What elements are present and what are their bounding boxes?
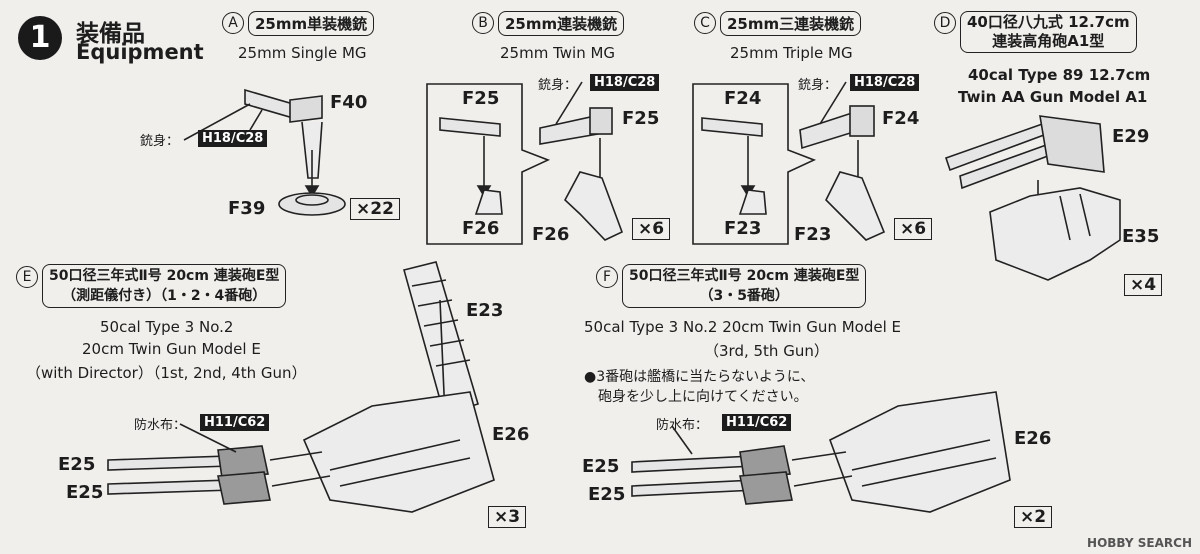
- section-d-title-en-1: 40cal Type 89 12.7cm: [968, 66, 1151, 84]
- triple-mg-drawing: [692, 83, 886, 245]
- part-e29-label: E29: [1112, 126, 1150, 147]
- part-f24-inset-label: F24: [724, 88, 762, 109]
- step-number: 1: [18, 16, 62, 60]
- twin-aa-gun-drawing: [944, 115, 1121, 281]
- step-title-jp: 装備品: [76, 21, 145, 47]
- section-a-title-jp: 25mm単装機銃: [248, 11, 375, 36]
- part-f26-label: F26: [532, 224, 570, 245]
- section-f-note-1: ●3番砲は艦橋に当たらないように、: [584, 369, 815, 385]
- section-a-barrel-label: 銃身：: [140, 134, 180, 149]
- section-b-quantity: ×6: [632, 218, 671, 240]
- part-e23-label: E23: [466, 300, 504, 321]
- section-e-quantity: ×3: [488, 506, 527, 528]
- section-c-title-en: 25mm Triple MG: [730, 44, 853, 62]
- section-a-title-en: 25mm Single MG: [238, 44, 367, 62]
- section-b-title-jp: 25mm連装機銃: [498, 11, 625, 36]
- section-e-title-en-2: 20cm Twin Gun Model E: [82, 340, 261, 358]
- section-c-paint-code: H18/C28: [850, 74, 920, 91]
- section-c-title-jp: 25mm三連装機銃: [720, 11, 862, 36]
- section-f-title-en-2: （3rd, 5th Gun）: [704, 342, 829, 360]
- watermark: HOBBY SEARCH: [1087, 536, 1192, 550]
- section-e-title-jp-2: （測距儀付き）（1・2・4番砲）: [62, 288, 267, 304]
- part-e26-label: E26: [492, 424, 530, 445]
- twin-mg-drawing: [426, 83, 624, 245]
- section-d-title-box: 40口径八九式 12.7cm 連装高角砲A1型: [960, 11, 1137, 53]
- part-f26-inset-label: F26: [462, 218, 500, 239]
- section-a-letter: A: [222, 12, 244, 34]
- part-e35-label: E35: [1122, 226, 1160, 247]
- twin-gun-f-drawing: [631, 391, 1011, 513]
- section-b-barrel-label: 銃身：: [538, 78, 578, 93]
- section-f-quantity: ×2: [1014, 506, 1053, 528]
- section-f-paint-code: H11/C62: [722, 414, 792, 431]
- section-c-letter: C: [694, 12, 716, 34]
- section-f-title-jp-2: （3・5番砲）: [699, 288, 789, 304]
- section-b-letter: B: [472, 12, 494, 34]
- section-a-quantity: ×22: [350, 198, 400, 220]
- section-f-title-box: 50口径三年式Ⅱ号 20cm 連装砲E型 （3・5番砲）: [622, 264, 867, 308]
- part-f25-inset-label: F25: [462, 88, 500, 109]
- section-f-letter: F: [596, 266, 618, 288]
- section-d-quantity: ×4: [1124, 274, 1163, 296]
- section-d-title-jp-2: 連装高角砲A1型: [992, 32, 1105, 50]
- section-e-title-box: 50口径三年式Ⅱ号 20cm 連装砲E型 （測距儀付き）（1・2・4番砲）: [42, 264, 287, 308]
- section-f-cloth-label: 防水布：: [656, 418, 709, 433]
- part-e25-f-lower-label: E25: [588, 484, 626, 505]
- section-e-title-en-1: 50cal Type 3 No.2: [100, 318, 234, 336]
- part-e26-f-label: E26: [1014, 428, 1052, 449]
- part-f39-label: F39: [228, 198, 266, 219]
- section-e-title-jp-1: 50口径三年式Ⅱ号 20cm 連装砲E型: [49, 268, 280, 284]
- section-e-cloth-label: 防水布：: [134, 418, 187, 433]
- section-f-title-en-1: 50cal Type 3 No.2 20cm Twin Gun Model E: [584, 318, 901, 336]
- section-a-paint-code: H18/C28: [198, 130, 268, 147]
- part-e25-f-upper-label: E25: [582, 456, 620, 477]
- section-d-title-en-2: Twin AA Gun Model A1: [958, 88, 1148, 106]
- twin-gun-e-drawing: [107, 261, 495, 513]
- part-e25-lower-label: E25: [66, 482, 104, 503]
- section-c-quantity: ×6: [894, 218, 933, 240]
- section-f-note-2: 砲身を少し上に向けてください。: [598, 389, 808, 405]
- section-d-title-jp-1: 40口径八九式 12.7cm: [967, 13, 1130, 31]
- section-f-title-jp-1: 50口径三年式Ⅱ号 20cm 連装砲E型: [629, 268, 860, 284]
- section-e-paint-code: H11/C62: [200, 414, 270, 431]
- part-f23-inset-label: F23: [724, 218, 762, 239]
- section-d-letter: D: [934, 12, 956, 34]
- part-e25-upper-label: E25: [58, 454, 96, 475]
- part-f25-label: F25: [622, 108, 660, 129]
- section-c-barrel-label: 銃身：: [798, 78, 838, 93]
- single-mg-drawing: [244, 88, 346, 216]
- section-e-title-en-3: （with Director）（1st, 2nd, 4th Gun）: [26, 364, 307, 382]
- step-title-en: Equipment: [76, 40, 204, 64]
- part-f40-label: F40: [330, 92, 368, 113]
- section-b-paint-code: H18/C28: [590, 74, 660, 91]
- part-f24-label: F24: [882, 108, 920, 129]
- section-e-letter: E: [16, 266, 38, 288]
- section-b-title-en: 25mm Twin MG: [500, 44, 616, 62]
- part-f23-label: F23: [794, 224, 832, 245]
